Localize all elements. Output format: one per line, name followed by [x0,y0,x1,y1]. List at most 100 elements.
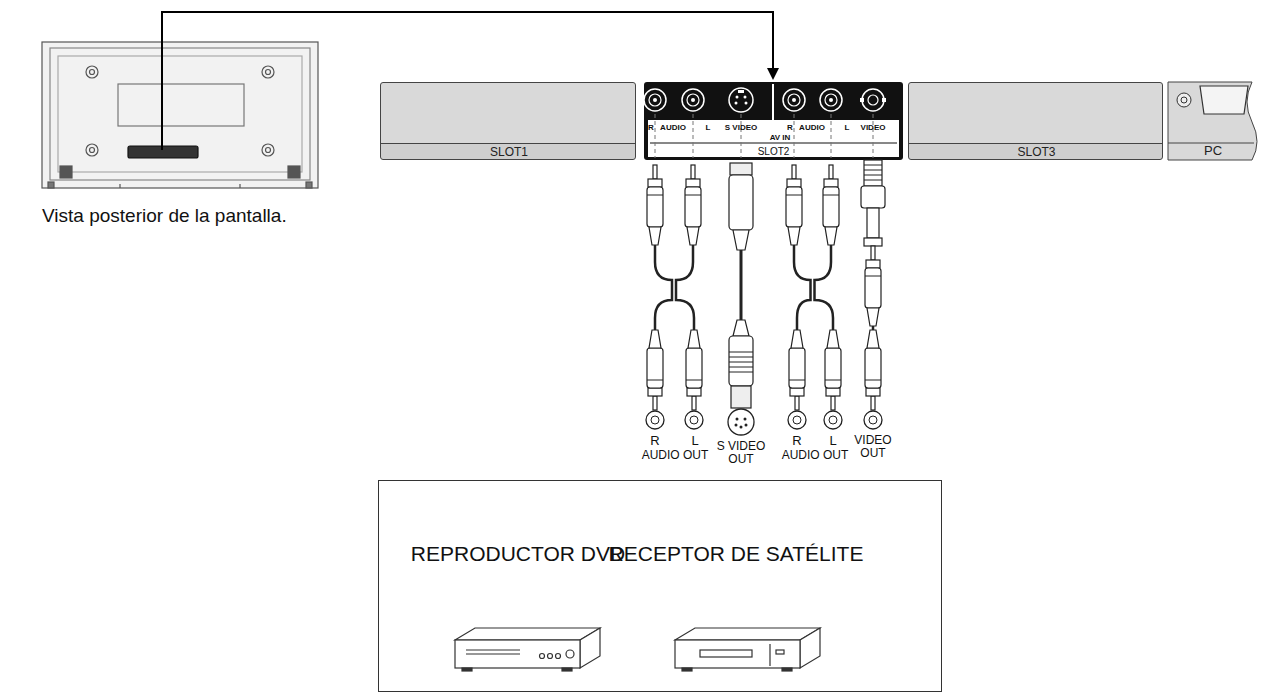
rca-plug [865,348,881,388]
s-video-plug [729,336,753,386]
bnc-plug [864,170,882,171]
s-video-jack [745,102,748,105]
s-video-plug [729,372,753,373]
rca-jack [820,89,842,111]
rca-plug [865,276,881,277]
device-s-video-jack [740,426,743,429]
s-video-jack [729,88,753,112]
terminal-label: S VIDEO [725,124,757,133]
rca-jack [825,94,837,106]
device-output-label: L [829,434,836,448]
s-video-plug [729,357,753,358]
node-label: PC [1204,144,1222,158]
device-jack [793,416,801,424]
rca-plug [791,330,803,348]
bnc-plug [864,165,882,166]
node-label: REPRODUCTOR DVD [411,542,625,565]
rca-plug [686,380,702,381]
bnc-plug [864,238,882,246]
rca-jack [649,94,661,106]
s-video-plug [729,175,753,230]
rca-plug [867,308,879,326]
rca-jack [644,89,666,111]
guide-line [831,114,832,158]
rca-plug [825,227,837,245]
device-jack [788,411,806,429]
s-video-jack [735,102,738,105]
rca-plug [789,348,805,388]
terminal-board: SLOT2 [644,82,903,160]
rca-jack [783,89,805,111]
audio-cable [676,245,694,330]
rca-jack [829,98,833,102]
rca-plug [649,330,661,348]
rca-jack [653,98,657,102]
s-video-plug [733,320,749,336]
figure-caption: Vista posterior de la pantalla. [42,206,287,227]
rca-plug [824,179,838,187]
terminal-label: AUDIO [799,124,825,133]
rca-plug [688,330,700,348]
rca-plug [687,388,701,396]
bnc-jack [862,89,884,111]
rca-jack [687,94,699,106]
rca-plug [795,396,799,410]
slot-box: SLOT1 [380,82,636,160]
bnc-plug [867,208,879,238]
rca-plug [647,348,663,388]
rca-plug [647,195,663,196]
device-s-video-jack [744,418,747,421]
rca-plug [829,165,833,179]
device-output-label: L [691,434,698,448]
terminal-label: VIDEO [861,124,886,133]
audio-cable [655,245,672,330]
device-group-box: REPRODUCTOR DVDRECEPTOR DE SATÉLITE [378,480,942,692]
node-label: SLOT3 [1017,146,1055,159]
device-output-label: AUDIO OUT [782,449,849,462]
rca-plug [685,187,701,227]
bnc-jack [860,98,864,102]
bnc-jack [868,95,878,105]
s-video-plug [733,230,749,250]
device-output-label: S VIDEO OUT [713,440,769,466]
device-jack [690,416,698,424]
rca-plug [789,380,805,381]
rca-plug [825,380,841,381]
guide-line [693,114,694,158]
rca-plug [653,165,657,179]
rca-jack [792,98,796,102]
dvd-player-icon [455,628,600,671]
guide-line [873,114,874,158]
terminal-label: R [787,124,793,133]
guide-line [794,114,795,158]
s-video-plug [729,362,753,363]
guide-line [655,114,656,158]
node-label: SLOT2 [758,146,790,157]
rca-plug [788,227,800,245]
rca-plug [685,195,701,196]
rca-jack [788,94,800,106]
rca-jack [691,98,695,102]
rca-plug [823,195,839,196]
device-jack [864,411,882,429]
bnc-jack [882,98,886,102]
audio-cable [815,245,834,330]
device-jack [829,416,837,424]
bnc-plug [864,175,882,176]
rca-plug [865,380,881,381]
rca-plug [871,396,875,410]
rca-plug [687,227,699,245]
slot-box: SLOT3 [908,82,1163,160]
s-video-cable [740,250,743,320]
rca-plug [866,260,880,268]
s-video-jack [744,96,747,99]
device-jack [646,411,664,429]
bnc-plug [864,180,882,181]
pc-terminal-box: PC [1168,82,1250,160]
device-output-label: R [792,434,801,448]
bnc-plug [861,186,885,208]
rca-plug [786,187,802,227]
pc-terminal [1168,82,1257,160]
rca-plug [686,348,702,388]
s-video-plug [731,386,751,408]
